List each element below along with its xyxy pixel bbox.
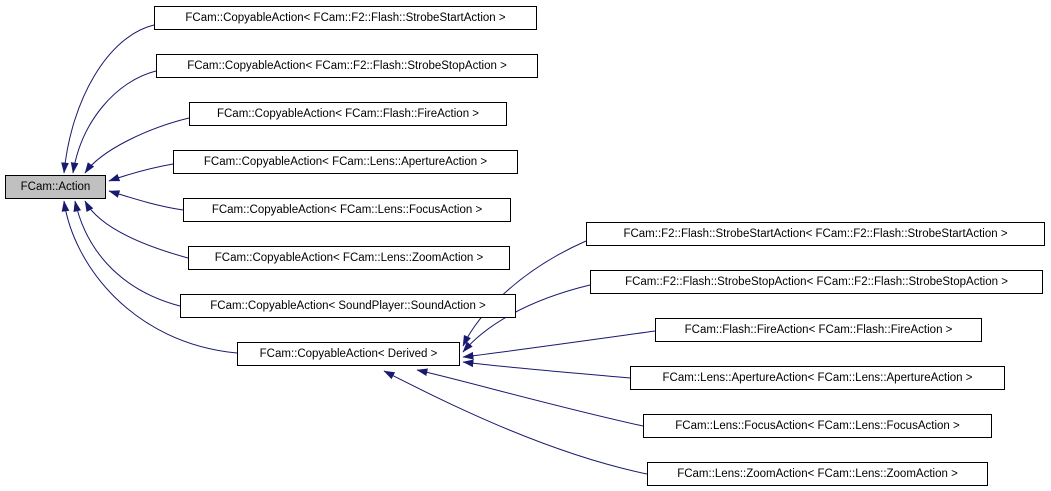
class-node-apertureaction[interactable]: FCam::Lens::ApertureAction< FCam::Lens::…	[630, 366, 1005, 390]
class-node-copyableaction-derived[interactable]: FCam::CopyableAction< Derived >	[237, 342, 460, 366]
class-node-fcam-action: FCam::Action	[5, 175, 106, 199]
inheritance-edge	[108, 190, 184, 211]
inheritance-edge	[416, 368, 644, 427]
inheritance-edge	[383, 370, 648, 475]
inheritance-edge	[70, 70, 157, 174]
class-node-fireaction[interactable]: FCam::Flash::FireAction< FCam::Flash::Fi…	[655, 318, 982, 342]
inheritance-edge	[84, 200, 189, 259]
inheritance-edge	[73, 200, 181, 307]
inheritance-edge	[61, 24, 155, 174]
inheritance-edge	[108, 163, 174, 182]
class-node-copyableaction-focusaction[interactable]: FCam::CopyableAction< FCam::Lens::FocusA…	[183, 198, 511, 222]
inheritance-edge	[61, 200, 238, 354]
inheritance-edge	[462, 240, 587, 347]
class-node-strobestartaction[interactable]: FCam::F2::Flash::StrobeStartAction< FCam…	[586, 222, 1045, 246]
class-node-zoomaction[interactable]: FCam::Lens::ZoomAction< FCam::Lens::Zoom…	[647, 462, 988, 486]
class-node-copyableaction-fireaction[interactable]: FCam::CopyableAction< FCam::Flash::FireA…	[189, 102, 507, 126]
class-node-copyableaction-strobestartaction[interactable]: FCam::CopyableAction< FCam::F2::Flash::S…	[154, 6, 537, 30]
inheritance-edge	[84, 117, 190, 174]
class-node-copyableaction-soundaction[interactable]: FCam::CopyableAction< SoundPlayer::Sound…	[180, 294, 516, 318]
inheritance-edge	[462, 330, 656, 360]
class-node-copyableaction-apertureaction[interactable]: FCam::CopyableAction< FCam::Lens::Apertu…	[173, 150, 518, 174]
class-node-strobestopaction[interactable]: FCam::F2::Flash::StrobeStopAction< FCam:…	[590, 270, 1043, 294]
inheritance-edge	[462, 359, 631, 379]
class-node-copyableaction-zoomaction[interactable]: FCam::CopyableAction< FCam::Lens::ZoomAc…	[188, 246, 510, 270]
class-node-focusaction[interactable]: FCam::Lens::FocusAction< FCam::Lens::Foc…	[643, 414, 992, 438]
class-node-copyableaction-strobestopaction[interactable]: FCam::CopyableAction< FCam::F2::Flash::S…	[156, 54, 538, 78]
